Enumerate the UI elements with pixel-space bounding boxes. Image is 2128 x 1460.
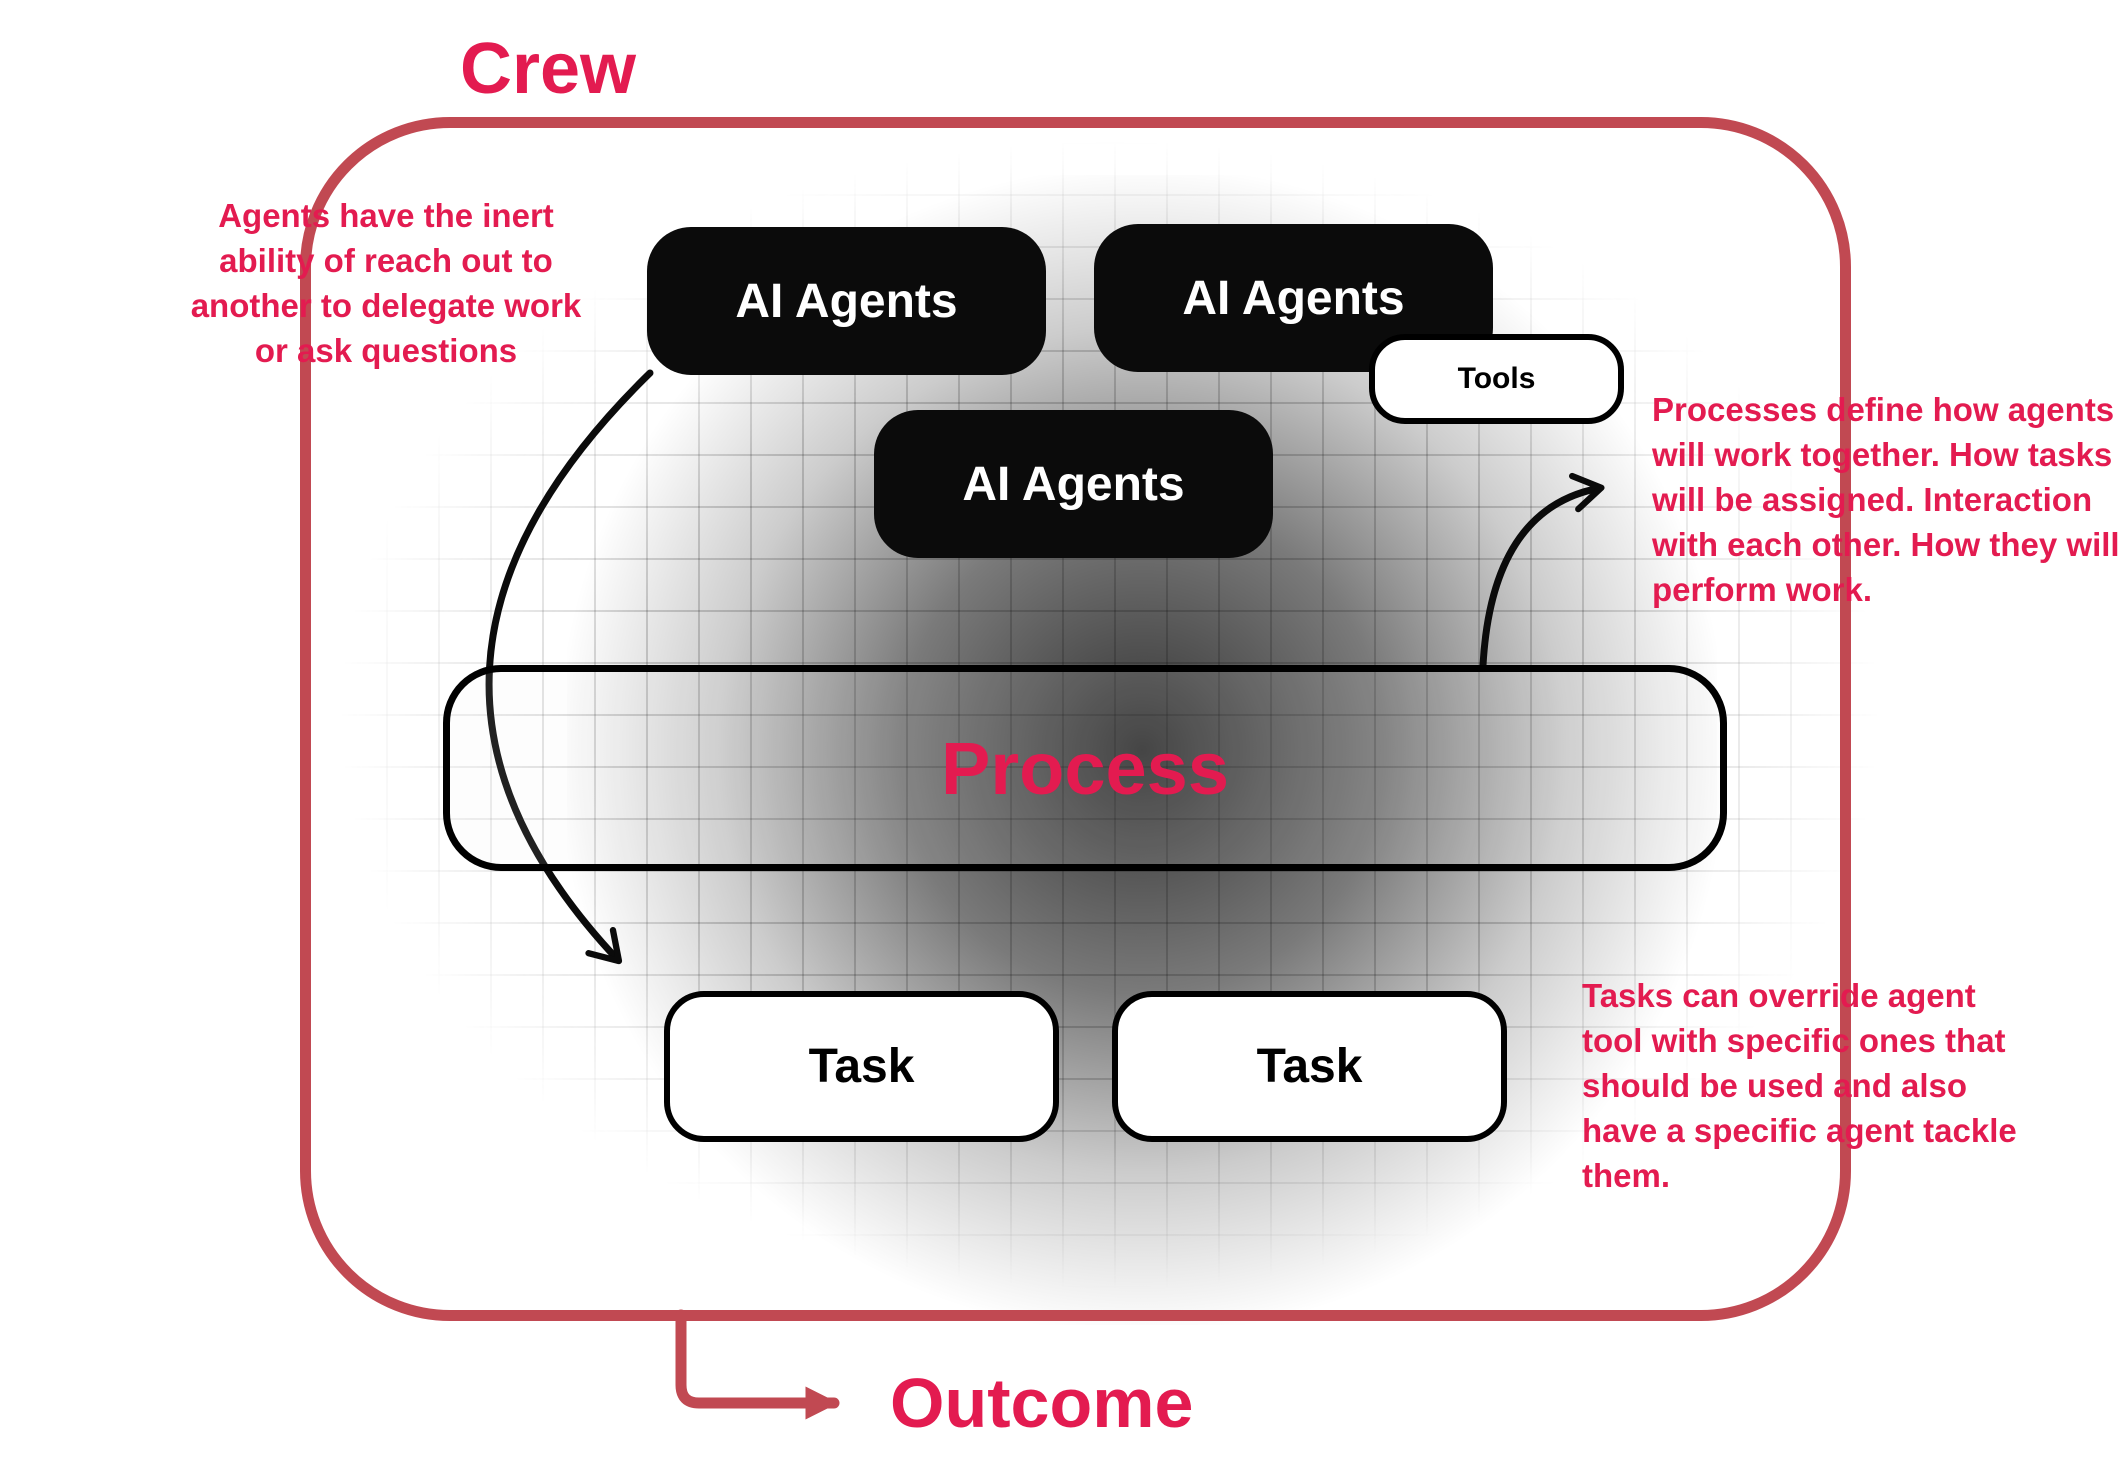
ai-agents-label: AI Agents (735, 274, 958, 328)
outcome-title: Outcome (890, 1364, 1194, 1442)
ai-agents-box-top-left: AI Agents (647, 227, 1046, 375)
process-bar: Process (443, 665, 1727, 871)
tools-label: Tools (1457, 362, 1536, 395)
crew-title: Crew (460, 29, 637, 109)
task-box-right: Task (1112, 991, 1507, 1142)
ai-agents-label: AI Agents (962, 457, 1185, 511)
task-label: Task (1256, 1040, 1363, 1093)
crew-boundary-box (300, 117, 1851, 1321)
ai-agents-label: AI Agents (1182, 271, 1405, 325)
tasks-annotation: Tasks can override agent tool with speci… (1582, 977, 2017, 1194)
process-annotation: Processes define how agents will work to… (1652, 391, 2120, 608)
process-label: Process (941, 726, 1229, 810)
ai-agents-box-middle: AI Agents (874, 410, 1273, 558)
tools-box: Tools (1369, 334, 1624, 424)
task-box-left: Task (664, 991, 1059, 1142)
task-label: Task (808, 1040, 915, 1093)
agents-annotation: Agents have the inert ability of reach o… (190, 197, 582, 369)
